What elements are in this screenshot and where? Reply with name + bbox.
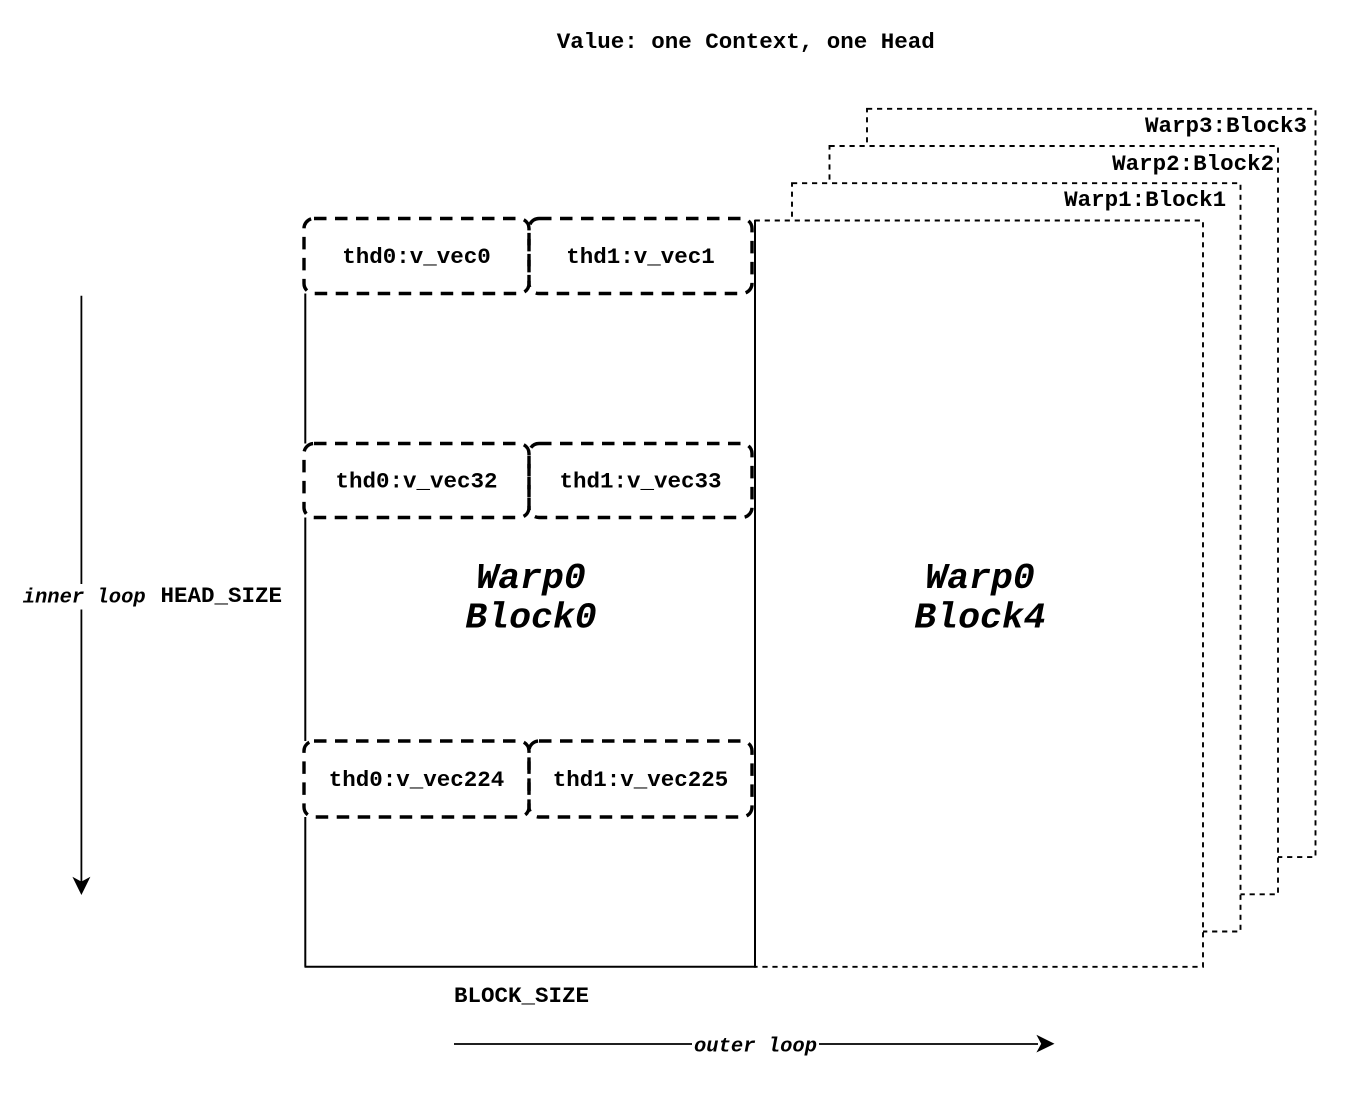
svg-text:thd1:v_vec225: thd1:v_vec225 [553, 767, 729, 793]
svg-text:Warp0: Warp0 [476, 558, 586, 599]
svg-text:Value: one Context, one Head: Value: one Context, one Head [557, 29, 935, 55]
svg-text:thd1:v_vec33: thd1:v_vec33 [559, 469, 721, 495]
svg-text:Warp3:Block3: Warp3:Block3 [1145, 113, 1307, 139]
svg-text:Warp2:Block2: Warp2:Block2 [1112, 151, 1274, 177]
svg-text:outer loop: outer loop [694, 1036, 817, 1059]
svg-text:inner loop: inner loop [23, 587, 146, 610]
svg-text:Block4: Block4 [914, 598, 1045, 639]
svg-text:thd0:v_vec32: thd0:v_vec32 [335, 469, 497, 495]
svg-text:thd0:v_vec224: thd0:v_vec224 [329, 767, 505, 793]
svg-text:HEAD_SIZE: HEAD_SIZE [161, 583, 283, 609]
svg-text:Block0: Block0 [465, 598, 596, 639]
svg-text:Warp1:Block1: Warp1:Block1 [1064, 187, 1226, 213]
svg-text:thd0:v_vec0: thd0:v_vec0 [342, 244, 491, 270]
svg-text:Warp0: Warp0 [925, 558, 1035, 599]
svg-text:BLOCK_SIZE: BLOCK_SIZE [454, 983, 589, 1009]
svg-text:thd1:v_vec1: thd1:v_vec1 [566, 244, 715, 270]
